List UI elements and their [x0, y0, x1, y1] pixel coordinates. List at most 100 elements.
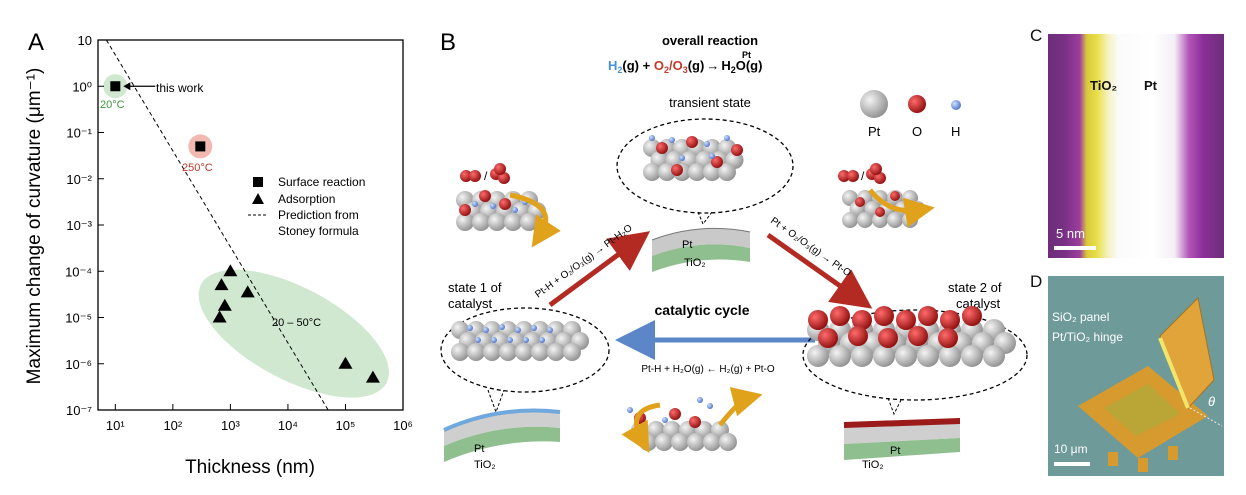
o-atom — [830, 306, 850, 326]
arrow-state1-to-transient — [548, 231, 651, 308]
o-atom — [874, 306, 894, 326]
h-atom — [724, 135, 730, 141]
state1-bubble — [440, 307, 610, 393]
adsorption-point — [217, 298, 232, 311]
y-tick-label: 10⁻⁵ — [65, 311, 92, 326]
legend-o-atom — [908, 95, 926, 113]
adsorption-point — [240, 285, 255, 298]
legend-pt-atom — [860, 90, 888, 118]
o-atom — [499, 198, 511, 210]
adsorption-point — [365, 370, 380, 383]
transient-tio2-label: TiO₂ — [684, 257, 706, 269]
yellow-arrow-right — [868, 188, 935, 228]
eq-prod-tail: O(g) — [736, 58, 763, 73]
o-atom — [918, 306, 938, 326]
tab-2 — [1138, 458, 1148, 472]
h-atom — [707, 403, 713, 409]
h-atom — [515, 327, 521, 333]
pt-atom — [718, 163, 736, 181]
transient-bilayer — [651, 227, 751, 272]
pt-atom — [961, 345, 983, 367]
h-atom — [709, 153, 715, 159]
panel-c: C TiO₂ Pt 5 nm — [1030, 0, 1246, 270]
pt-atom — [688, 163, 706, 181]
state1-tio2-label: TiO₂ — [474, 459, 496, 471]
pt-atom — [504, 213, 522, 231]
pt-atom — [851, 345, 873, 367]
chart-legend: Surface reaction Adsorption Prediction f… — [248, 175, 365, 238]
o-atom — [855, 197, 865, 207]
pt-atom — [873, 345, 895, 367]
legend-h-label: H — [951, 124, 960, 139]
legend-h-atom — [951, 100, 961, 110]
panel-label-c: C — [1030, 26, 1043, 45]
eq-o: O — [654, 58, 664, 73]
h-atom — [669, 137, 675, 143]
o3-molecule-icon-right-3 — [870, 163, 882, 175]
pt-atom — [658, 163, 676, 181]
h-atom — [523, 337, 529, 343]
pt-atom — [671, 433, 689, 451]
x-tick-label: 10² — [163, 418, 182, 433]
o3-molecule-icon-right-2 — [874, 172, 886, 184]
state2-label-line1: state 2 of — [948, 280, 1002, 295]
panel-d: D SiO₂ panel Pt/TiO₂ hinge θ 10 μm — [1030, 270, 1246, 495]
sio2-panel-label: SiO₂ panel — [1052, 310, 1110, 324]
scale-bar-d-label: 10 μm — [1054, 442, 1088, 456]
eq-prod-sub: 2 — [731, 65, 736, 75]
pt-atom — [687, 433, 705, 451]
inner-square — [1104, 384, 1180, 436]
pt-atom — [456, 213, 474, 231]
state1-pointer — [487, 389, 505, 414]
h-atom — [483, 327, 489, 333]
o-atom — [938, 328, 958, 348]
o-atom — [808, 310, 828, 330]
tio2-label: TiO₂ — [1090, 78, 1118, 93]
transient-bubble — [616, 118, 794, 214]
state2-label-line2: catalyst — [956, 296, 1000, 311]
catalytic-cycle-label: catalytic cycle — [655, 302, 750, 318]
scale-bar-label: 5 nm — [1056, 226, 1085, 241]
h-atom — [472, 201, 478, 207]
x-tick-label: 10¹ — [106, 418, 125, 433]
h-atom — [490, 203, 496, 209]
state1-label-line1: state 1 of — [448, 280, 502, 295]
pt-atom — [531, 343, 549, 361]
o2-molecule-icon-2 — [469, 170, 481, 182]
transient-atom-cluster — [643, 135, 744, 181]
legend-stoney-line1: Prediction from — [278, 208, 359, 222]
reaction-1-label: Pt-H + O₂/O₃(g) → Pt-H₂O — [533, 223, 634, 301]
h-atom — [547, 327, 553, 333]
molecule-slash: / — [484, 169, 488, 183]
overall-reaction-equation: H2(g) + O2/O3(g)→H2O(g) — [608, 58, 762, 75]
pt-label: Pt — [1144, 78, 1157, 93]
eq-h2: H — [608, 58, 617, 73]
yellow-arrow-bottom-left — [621, 402, 661, 454]
adsorption-point — [214, 278, 229, 291]
pt-atom — [483, 343, 501, 361]
transient-pointer — [697, 211, 713, 225]
sem-image: SiO₂ panel Pt/TiO₂ hinge θ 10 μm — [1048, 276, 1224, 476]
x-axis-label: Thickness (nm) — [185, 457, 315, 478]
hinge — [1158, 337, 1190, 409]
eq-g2: (g) — [688, 58, 705, 73]
h-atom — [704, 141, 710, 147]
adsorption-point — [223, 264, 238, 277]
o3-molecule-icon-3 — [494, 163, 506, 175]
h-atom — [679, 155, 685, 161]
hinge-label: Pt/TiO₂ hinge — [1052, 330, 1123, 344]
pt-atom — [983, 345, 1005, 367]
y-tick-label: 10⁻⁶ — [65, 357, 92, 372]
eq-arrow: → — [706, 58, 719, 73]
y-tick-label: 10⁰ — [72, 79, 92, 94]
o-atom — [686, 136, 698, 148]
pt-atom — [895, 345, 917, 367]
legend-entry-adsorption: Adsorption — [278, 192, 335, 206]
tab-1 — [1108, 452, 1118, 466]
theta-label: θ — [1208, 394, 1216, 409]
o-atom — [848, 326, 868, 346]
h-atom — [507, 337, 513, 343]
pt-atom — [499, 343, 517, 361]
pt-atom — [939, 345, 961, 367]
overall-reaction-title: overall reaction — [662, 33, 758, 48]
